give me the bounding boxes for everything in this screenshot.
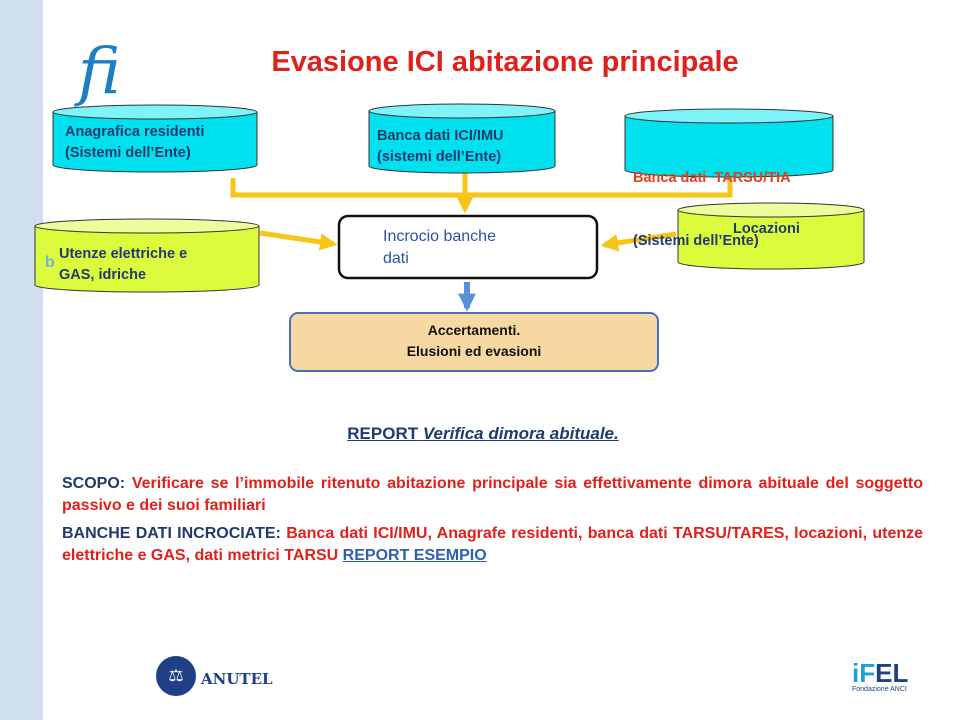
ifel-wordmark: iFEL [852,660,912,686]
ifel-subtitle: Fondazione ANCI [852,686,907,693]
anagrafica-line1: Anagrafica residenti [65,124,205,140]
utenze-label: Utenze elettriche e GAS, idriche [59,244,187,286]
ici-label: Banca dati ICI/IMU (sistemi dell’Ente) [377,126,504,168]
fi-logo: fi [78,35,121,109]
cylinder-tarsu-tia [624,108,834,178]
report-heading: REPORT Verifica dimora abituale. [0,424,960,444]
report-prefix: REPORT [347,424,419,443]
ici-line1: Banca dati ICI/IMU [377,128,504,144]
scopo-label: SCOPO: [62,475,126,492]
tarsu-line1: Banca dati TARSU/TIA [633,170,791,186]
ici-line2: (sistemi dell’Ente) [377,149,502,165]
scopo-text: Verificare se l’immobile ritenuto abitaz… [62,475,923,514]
ifel-prefix: iF [852,658,876,688]
anutel-logo: ⚖ ANUTEL [156,656,273,696]
ifel-logo: iFEL Fondazione ANCI [852,660,912,700]
cylinder-utenze [34,218,260,293]
arrow-utenze [259,230,338,251]
accertamenti-line2: Elusioni ed evasioni [406,343,542,359]
anagrafica-label: Anagrafica residenti (Sistemi dell’Ente) [65,122,204,164]
incrocio-label: Incrocio banche dati [383,226,496,270]
arrow-locazioni [600,231,677,252]
banche-label: BANCHE DATI INCROCIATE: [62,525,281,542]
ifel-suffix: EL [875,658,909,688]
cylinder-ici-imu [368,103,556,174]
scopo-paragraph: SCOPO: Verificare se l’immobile ritenuto… [62,473,923,517]
cylinder-anagrafica [52,104,258,173]
banche-paragraph: BANCHE DATI INCROCIATE: Banca dati ICI/I… [62,523,923,567]
left-band [0,0,43,720]
tarsu-line2: (Sistemi dell’Ente) [633,233,759,249]
scales-icon: ⚖ [156,656,196,696]
cylinder-locazioni [677,202,865,270]
utenze-marker: b [45,254,55,271]
utenze-line2: GAS, idriche [59,267,147,283]
incrocio-line2: dati [383,250,409,267]
report-title: Verifica dimora abituale. [422,424,619,443]
box-accertamenti [289,312,659,372]
box-incrocio [337,214,599,280]
anagrafica-line2: (Sistemi dell’Ente) [65,145,191,161]
incrocio-line1: Incrocio banche [383,228,496,245]
accertamenti-label: Accertamenti. Elusioni ed evasioni [290,320,658,362]
banche-text: Banca dati ICI/IMU, Anagrafe residenti, … [62,525,924,564]
top-connector [230,172,733,214]
locazioni-label: Locazioni [733,221,800,237]
anutel-name: ANUTEL [201,670,273,688]
accertamenti-line1: Accertamenti. [427,322,521,338]
utenze-line1: Utenze elettriche e [59,246,188,262]
report-esempio-link[interactable]: REPORT ESEMPIO [342,547,487,564]
page-title: Evasione ICI abitazione principale [271,46,739,78]
tarsu-label: Banca dati TARSU/TIA (Sistemi dell’Ente) [633,126,791,273]
